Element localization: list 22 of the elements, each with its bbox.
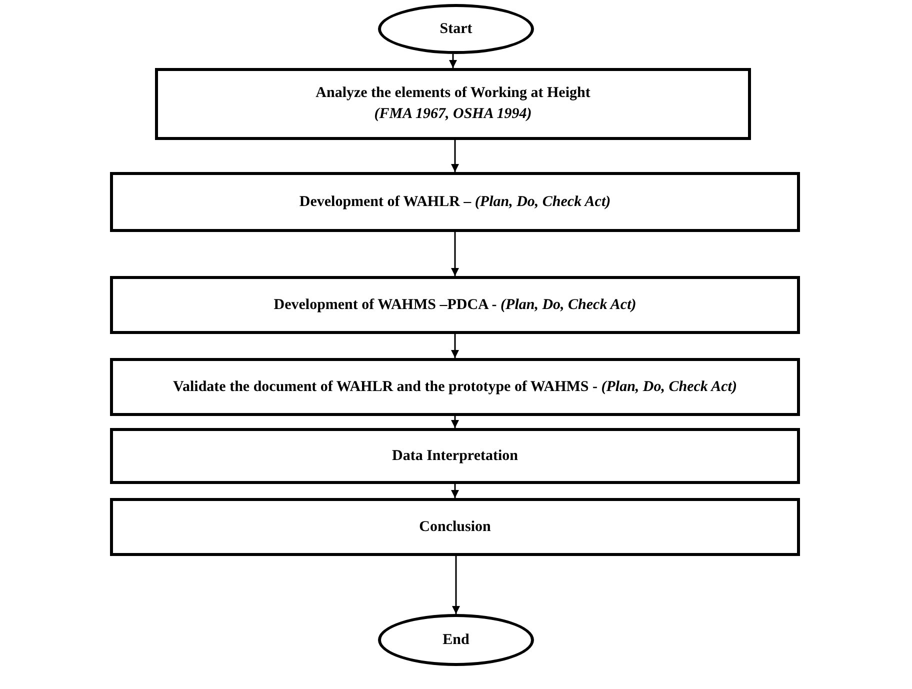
step-text: Validate the document of WAHLR and the prototype of WAHMS - (Plan, Do, Check Act) (173, 378, 737, 397)
process-box (110, 428, 800, 484)
reference-note: (FMA 1967, OSHA 1994) (374, 105, 532, 124)
process-box (110, 276, 800, 334)
step-text: Start (440, 20, 472, 39)
arrow (451, 140, 459, 172)
process-box (110, 172, 800, 232)
process-box (110, 498, 800, 556)
step-text: Analyze the elements of Working at Height (316, 84, 590, 104)
arrow (451, 416, 459, 428)
arrow (449, 54, 457, 68)
step-text: Development of WAHMS –PDCA - (Plan, Do, Check Act) (274, 296, 636, 315)
step-text: Development of WAHLR – (Plan, Do, Check Act) (299, 192, 611, 212)
step-text: Data Interpretation (392, 446, 518, 466)
step-text: Conclusion (419, 518, 491, 537)
arrow (452, 556, 460, 614)
process-box (155, 68, 751, 140)
arrow (451, 484, 459, 498)
step-text: End (442, 630, 470, 650)
process-box (110, 358, 800, 416)
arrow (451, 334, 459, 358)
arrow (451, 232, 459, 276)
